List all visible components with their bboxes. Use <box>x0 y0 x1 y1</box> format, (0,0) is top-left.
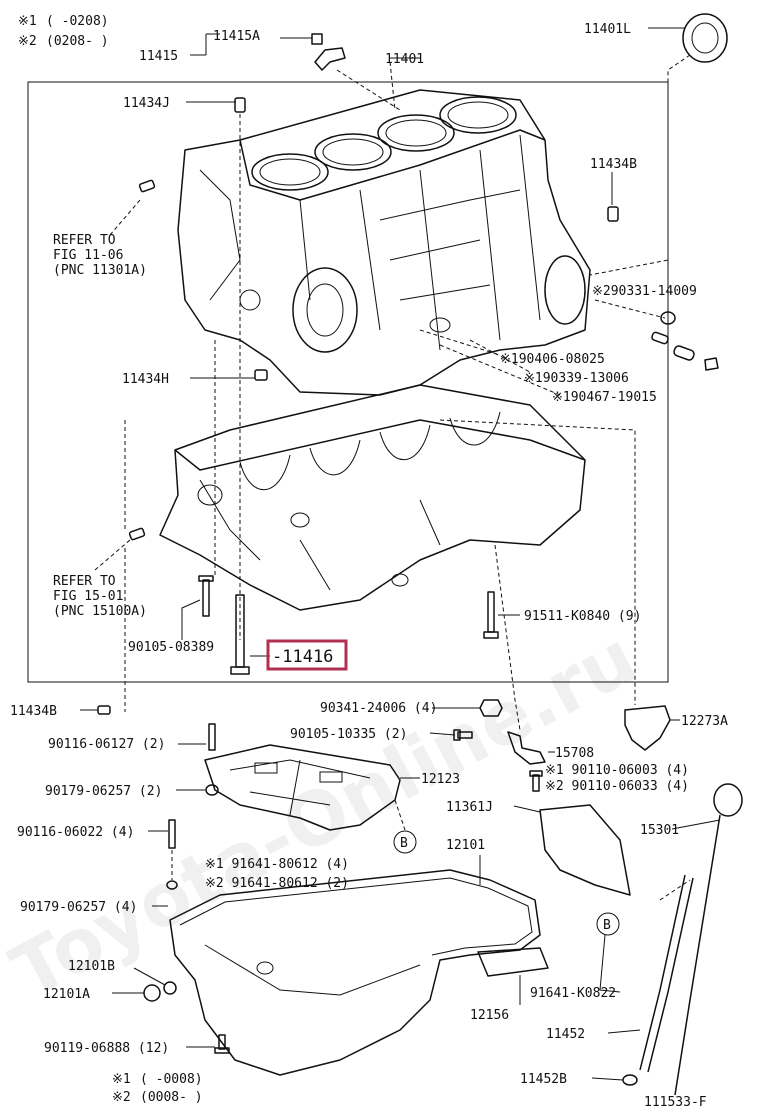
label-1-91641-80612[interactable]: ※1 91641-80612 (4) <box>205 857 349 872</box>
reference-mark-b-1-label: B <box>400 836 408 851</box>
label-15301[interactable]: 15301 <box>640 823 679 838</box>
dowel-11434J-drawing <box>234 97 246 113</box>
refer-mid-line-1: REFER TO <box>53 574 116 589</box>
bolt-90105-08389-drawing <box>198 575 214 617</box>
label-111533-F: 111533-F <box>644 1095 707 1110</box>
label-90105-10335[interactable]: 90105-10335 (2) <box>290 727 407 742</box>
label-11361J[interactable]: 11361J <box>446 800 493 815</box>
bolt-91511-drawing <box>483 591 499 639</box>
dipstick-guide-drawing <box>622 874 694 1086</box>
stud-90116-06022-drawing <box>168 819 176 849</box>
label-91511-K0840[interactable]: 91511-K0840 (9) <box>524 609 641 624</box>
label-2-91641-80612[interactable]: ※2 91641-80612 (2) <box>205 876 349 891</box>
label-11434B-mid[interactable]: 11434B <box>10 704 57 719</box>
label-12101A[interactable]: 12101A <box>43 987 90 1002</box>
label-190339-13006[interactable]: ※190339-13006 <box>524 371 629 386</box>
reference-mark-b-2-label: B <box>603 918 611 933</box>
refer-mid-line-3[interactable]: (PNC 15100A) <box>53 604 147 619</box>
refer-top-line-2: FIG 11-06 <box>53 248 123 263</box>
label-12156[interactable]: 12156 <box>470 1008 509 1023</box>
drain-plug-drawing <box>143 984 161 1002</box>
watermark-text: Toyota-Online.ru <box>0 615 650 1016</box>
label-12101B[interactable]: 12101B <box>68 959 115 974</box>
label-90179-06257-top[interactable]: 90179-06257 (2) <box>45 784 162 799</box>
footer-note-1-text: ( -0008) <box>140 1072 203 1087</box>
dowel-mid-drawing <box>128 527 146 541</box>
bolt-11416-drawing <box>230 594 250 675</box>
oil-pan-drawing <box>169 869 541 1076</box>
label-11434J[interactable]: 11434J <box>123 96 170 111</box>
header-note-2-mark: ※2 <box>18 34 37 49</box>
label-11434B-top[interactable]: 11434B <box>590 157 637 172</box>
nut-90179-bottom-drawing <box>166 880 178 890</box>
label-12273A[interactable]: 12273A <box>681 714 728 729</box>
label-11401L[interactable]: 11401L <box>584 22 631 37</box>
label-90116-06127[interactable]: 90116-06127 (2) <box>48 737 165 752</box>
crankcase-drawing <box>159 384 586 611</box>
label-11416-highlighted[interactable]: -11416 <box>272 647 333 667</box>
fittings-right-drawing <box>651 311 719 371</box>
refer-mid-line-2: FIG 15-01 <box>53 589 123 604</box>
nut-90179-top-drawing <box>205 784 219 796</box>
label-90105-08389[interactable]: 90105-08389 <box>128 640 214 655</box>
label-15708[interactable]: 15708 <box>555 746 594 761</box>
label-1-90110-06003[interactable]: ※1 90110-06003 (4) <box>545 763 689 778</box>
label-2-90110-06033[interactable]: ※2 90110-06033 (4) <box>545 779 689 794</box>
dowel-11434H-drawing <box>254 369 268 381</box>
label-12123[interactable]: 12123 <box>421 772 460 787</box>
label-90119-06888[interactable]: 90119-06888 (12) <box>44 1041 169 1056</box>
label-11434H[interactable]: 11434H <box>122 372 169 387</box>
oil-seal-drawing <box>682 13 728 63</box>
bolt-90110-drawing <box>529 770 543 792</box>
bracket-15708-drawing <box>507 731 546 765</box>
stud-90116-06127-drawing <box>208 723 216 751</box>
label-290331-14009[interactable]: ※290331-14009 <box>592 284 697 299</box>
label-11415A[interactable]: 11415A <box>213 29 260 44</box>
dipstick-drawing <box>674 783 743 1096</box>
label-12101[interactable]: 12101 <box>446 838 485 853</box>
fitting-11415-drawing <box>311 33 346 71</box>
label-11401[interactable]: 11401 <box>385 52 424 67</box>
reference-mark-b-1: B <box>393 830 417 854</box>
bolt-90119-drawing <box>214 1034 230 1054</box>
filter-12156-drawing <box>477 947 549 977</box>
assembly-frame <box>27 81 669 683</box>
refer-top-line-1: REFER TO <box>53 233 116 248</box>
baffle-plate-drawing <box>204 744 401 831</box>
dowel-11434B-mid-drawing <box>97 705 111 715</box>
highlighted-part-box <box>266 639 348 671</box>
label-90116-06022[interactable]: 90116-06022 (4) <box>17 825 134 840</box>
label-11452[interactable]: 11452 <box>546 1027 585 1042</box>
footer-note-2-mark: ※2 <box>112 1090 131 1105</box>
refer-top-line-3[interactable]: (PNC 11301A) <box>53 263 147 278</box>
label-190406-08025[interactable]: ※190406-08025 <box>500 352 605 367</box>
label-90179-06257-bottom[interactable]: 90179-06257 (4) <box>20 900 137 915</box>
header-note-2-text: (0208- ) <box>46 34 109 49</box>
label-91641-K0822[interactable]: 91641-K0822 <box>530 986 616 1001</box>
label-90341-24006[interactable]: 90341-24006 (4) <box>320 701 437 716</box>
cylinder-block-drawing <box>177 89 591 396</box>
leader-lines <box>80 27 721 1081</box>
label-11415[interactable]: 11415 <box>139 49 178 64</box>
footer-note-2-text: (0008- ) <box>140 1090 203 1105</box>
label-11452B[interactable]: 11452B <box>520 1072 567 1087</box>
reference-mark-b-2: B <box>596 912 620 936</box>
dowel-11434B-top-drawing <box>607 206 619 222</box>
label-190467-19015[interactable]: ※190467-19015 <box>552 390 657 405</box>
footer-note-1-mark: ※1 <box>112 1072 131 1087</box>
gasket-12273A-drawing <box>624 705 671 751</box>
drain-plug-gasket-drawing <box>163 981 177 995</box>
dowel-left-drawing <box>138 179 156 193</box>
header-note-1-mark: ※1 <box>18 14 37 29</box>
header-note-1-text: ( -0208) <box>46 14 109 29</box>
cover-11361J-drawing <box>539 804 631 896</box>
